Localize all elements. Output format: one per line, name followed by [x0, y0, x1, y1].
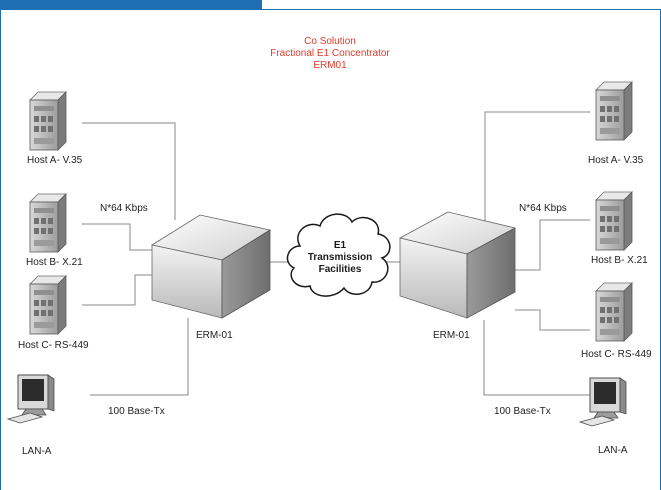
frame-top-border	[262, 9, 661, 10]
right-lan-pc-icon	[579, 377, 627, 427]
right-ethernet-label: 100 Base-Tx	[494, 406, 551, 417]
cloud-label-line3: Facilities	[318, 264, 362, 275]
right-host-a-label: Host A- V.35	[588, 155, 644, 166]
left-host-a-label: Host A- V.35	[27, 155, 83, 166]
right-lan-label: LAN-A	[598, 445, 628, 456]
cloud-label-line2: Transmission	[307, 252, 373, 263]
left-device-label: ERM-01	[196, 330, 233, 341]
left-host-c-label: Host C- RS-449	[18, 340, 89, 351]
right-host-a-server-icon	[595, 81, 633, 141]
left-host-b-server-icon	[29, 193, 67, 253]
diagram-title-line3: ERM01	[313, 60, 347, 71]
left-erm-box-icon	[150, 214, 272, 319]
left-host-a-server-icon	[29, 91, 67, 151]
right-host-b-server-icon	[595, 191, 633, 251]
left-host-b-label: Host B- X.21	[26, 257, 83, 268]
cloud-label-line1: E1	[333, 240, 347, 251]
left-lan-label: LAN-A	[22, 446, 52, 457]
left-rate-label: N*64 Kbps	[100, 203, 148, 214]
right-device-label: ERM-01	[433, 330, 470, 341]
diagram-title-line1: Co Solution	[304, 36, 356, 47]
right-rate-label: N*64 Kbps	[519, 203, 567, 214]
right-host-c-server-icon	[595, 282, 633, 342]
left-links	[82, 122, 189, 396]
right-host-b-label: Host B- X.21	[591, 255, 648, 266]
right-host-c-label: Host C- RS-449	[581, 349, 652, 360]
left-ethernet-label: 100 Base-Tx	[108, 406, 165, 417]
diagram-title-line2: Fractional E1 Concentrator	[270, 48, 390, 59]
right-links	[483, 111, 590, 396]
right-erm-box-icon	[398, 211, 517, 319]
frame-left-border	[0, 0, 1, 490]
left-host-c-server-icon	[29, 275, 67, 335]
e1-cloud-icon	[286, 213, 391, 297]
title-bar	[0, 0, 262, 10]
left-lan-pc-icon	[7, 374, 55, 424]
